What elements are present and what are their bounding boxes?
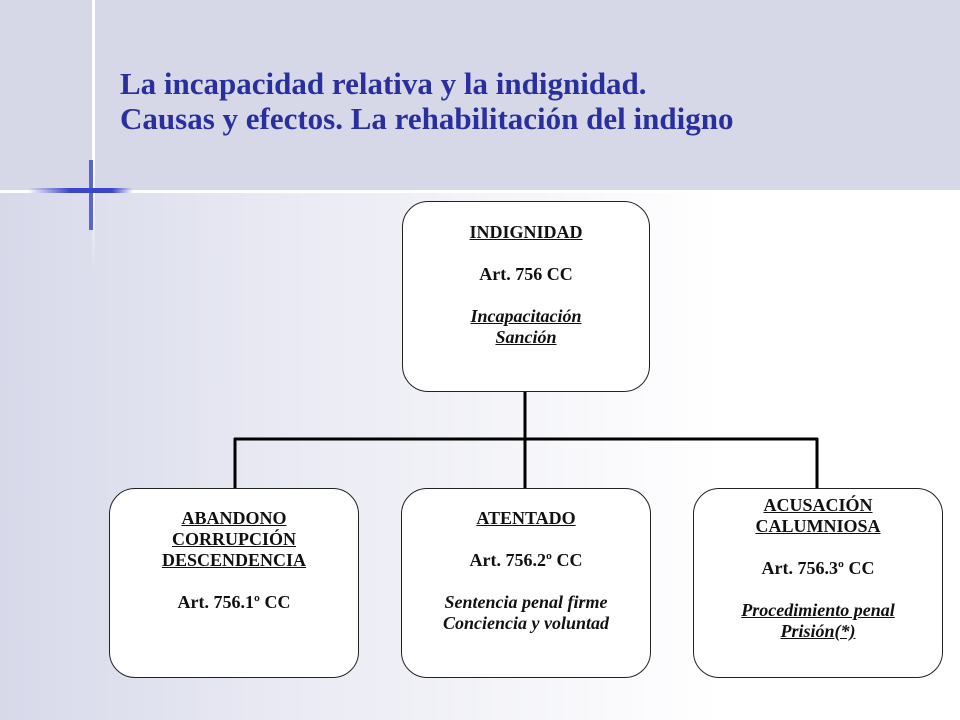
node-indignidad-heading: INDIGNIDAD [469, 222, 583, 242]
node-abandono-line3: DESCENDENCIA [161, 550, 307, 570]
node-atentado-line2: Conciencia y voluntad [443, 613, 609, 633]
node-atentado-heading: ATENTADO [476, 508, 576, 528]
decorative-vertical-line [92, 0, 95, 270]
node-indignidad: INDIGNIDAD Art. 756 CC Incapacitación Sa… [402, 201, 650, 392]
node-abandono: ABANDONO CORRUPCIÓN DESCENDENCIA Art. 75… [109, 488, 359, 678]
node-acusacion-line2: CALUMNIOSA [755, 516, 881, 536]
node-abandono-article: Art. 756.1º CC [177, 592, 291, 612]
node-acusacion-article: Art. 756.3º CC [761, 558, 875, 578]
node-abandono-line2: CORRUPCIÓN [172, 529, 296, 549]
node-acusacion-line3: Procedimiento penal [741, 600, 895, 620]
decorative-horizontal-line [28, 188, 133, 193]
decorative-blue-accent [89, 160, 93, 230]
node-atentado-article: Art. 756.2º CC [469, 550, 583, 570]
node-indignidad-line1: Incapacitación [470, 306, 582, 326]
node-atentado-line1: Sentencia penal firme [444, 592, 608, 612]
slide-title: La incapacidad relativa y la indignidad.… [120, 66, 733, 136]
node-indignidad-line2: Sanción [495, 327, 557, 347]
title-line-2: Causas y efectos. La rehabilitación del … [120, 101, 734, 136]
node-atentado: ATENTADO Art. 756.2º CC Sentencia penal … [401, 488, 651, 678]
node-acusacion: ACUSACIÓN CALUMNIOSA Art. 756.3º CC Proc… [693, 488, 943, 678]
node-acusacion-line4: Prisión(*) [780, 621, 856, 641]
node-indignidad-article: Art. 756 CC [479, 264, 573, 284]
title-band [0, 0, 960, 190]
title-separator [0, 190, 960, 193]
node-acusacion-line1: ACUSACIÓN [763, 495, 873, 515]
title-line-1: La incapacidad relativa y la indignidad. [120, 66, 647, 101]
node-abandono-line1: ABANDONO [181, 508, 287, 528]
